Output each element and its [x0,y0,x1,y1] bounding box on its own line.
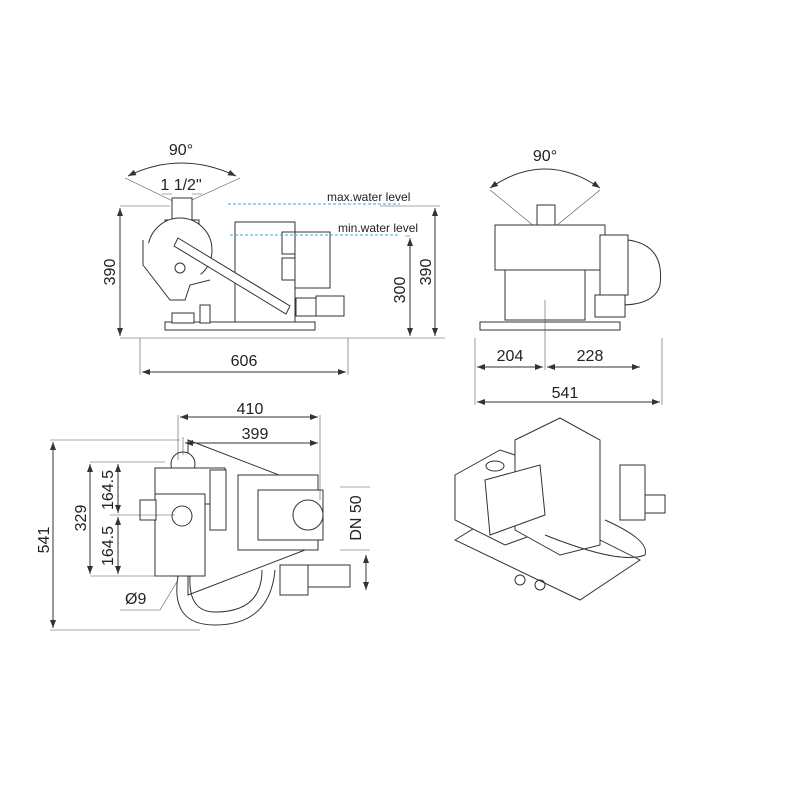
top-view: 410 399 541 329 164.5 164.5 DN 50 Ø9 [36,401,370,631]
top-half-spacing-bottom: 164.5 [100,526,117,566]
front-width: 541 [552,385,579,402]
side-view-pump-body [124,162,345,331]
front-swivel-angle: 90° [533,148,557,165]
isometric-view [453,417,666,601]
top-overall-length: 410 [237,401,264,418]
side-height-left: 390 [102,259,119,286]
min-water-level-label: min.water level [338,221,418,235]
hole-diameter: Ø9 [125,591,146,608]
top-mount-spacing: 329 [73,505,90,532]
max-water-level-label: max.water level [327,190,410,204]
side-swivel-angle: 90° [169,142,193,159]
front-view: 90° 204 228 541 [474,148,663,405]
front-right-offset: 228 [577,348,604,365]
top-half-spacing-top: 164.5 [100,470,117,510]
inlet-size: 1 1/2" [160,177,201,194]
side-view: 90° 1 1/2" max.water level min.water lev… [102,142,445,375]
front-left-offset: 204 [497,348,524,365]
side-height-right: 390 [418,259,435,286]
top-inner-length: 399 [242,426,269,443]
outlet-size: DN 50 [348,495,365,540]
side-length: 606 [231,353,258,370]
top-overall-width: 541 [36,527,53,554]
min-level-height: 300 [392,277,409,304]
